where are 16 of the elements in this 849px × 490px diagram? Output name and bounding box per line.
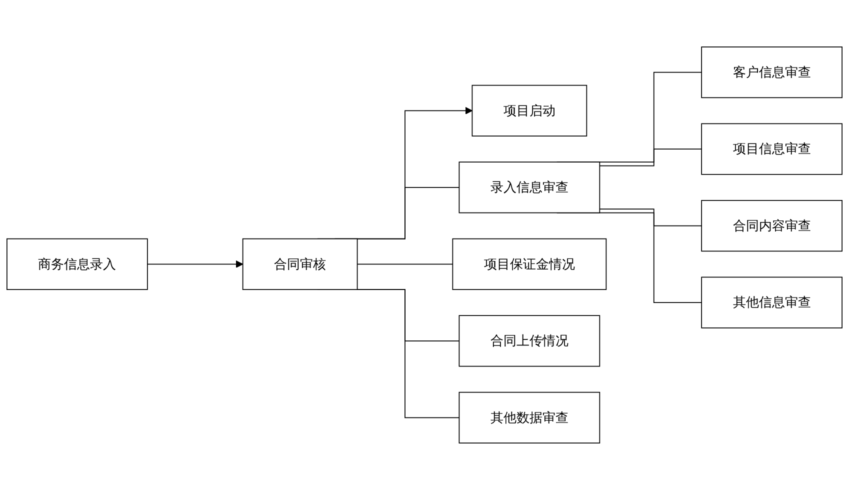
node-box — [458, 392, 600, 444]
node-box — [242, 238, 358, 290]
connector — [356, 264, 454, 265]
node-box — [701, 276, 842, 328]
node-box — [452, 238, 607, 290]
node-box — [701, 200, 842, 252]
node-box — [701, 46, 842, 98]
node-box — [6, 238, 148, 290]
node-box — [472, 84, 588, 136]
node-box — [458, 315, 600, 367]
arrow — [147, 260, 244, 268]
connector — [599, 208, 702, 226]
flowchart: 商务信息录入 合同审核 项目启动 录入信息审查 项目保证金情况 合同上传情况 其他数据审查 客户信息审查 项目信息审查 合同内容审查 其他信息审查 — [0, 40, 849, 450]
node-box — [458, 162, 600, 214]
node-box — [701, 123, 842, 175]
connector — [599, 148, 702, 166]
